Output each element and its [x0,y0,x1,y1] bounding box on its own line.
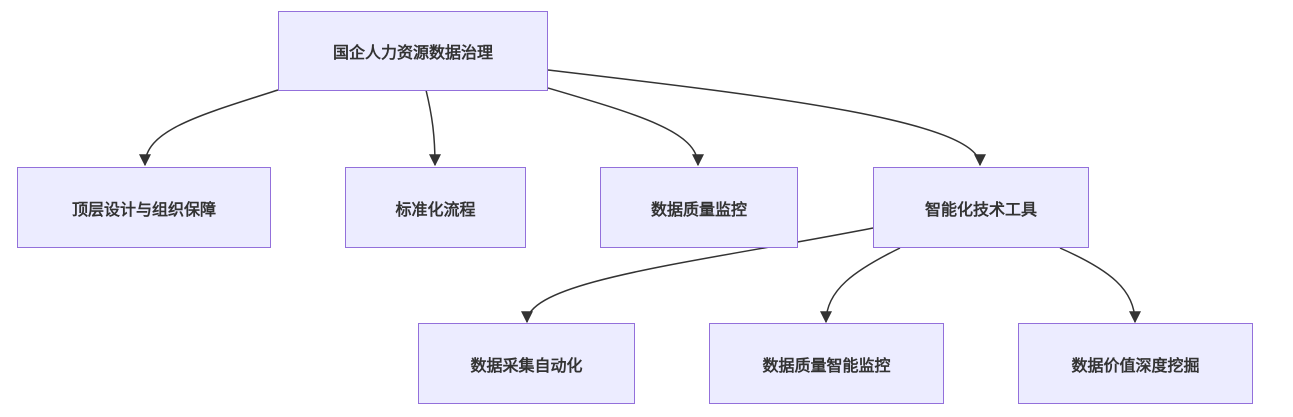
node-value-mining-label: 数据价值深度挖掘 [1071,355,1200,375]
node-standard-process-label: 标准化流程 [395,199,476,219]
node-quality-monitor: 数据质量监控 [600,167,798,248]
node-auto-collect-label: 数据采集自动化 [470,355,583,375]
node-root-label: 国企人力资源数据治理 [332,43,493,62]
node-top-design: 顶层设计与组织保障 [17,167,271,248]
edge-root-to-standard-process [425,89,441,167]
edge-smart-tools-to-value-mining [1059,247,1141,324]
node-standard-process: 标准化流程 [345,167,526,248]
edge-root-to-quality-monitor [547,87,704,167]
node-smart-tools-label: 智能化技术工具 [924,199,1037,219]
node-auto-collect: 数据采集自动化 [418,323,635,404]
edge-smart-tools-to-auto-collect [521,227,874,324]
node-quality-monitor-label: 数据质量监控 [650,199,747,219]
node-root: 国企人力资源数据治理 [278,11,548,91]
node-smart-quality-monitor: 数据质量智能监控 [709,323,944,404]
node-top-design-label: 顶层设计与组织保障 [71,199,216,219]
node-smart-tools: 智能化技术工具 [873,167,1089,248]
edge-smart-tools-to-smart-quality-monitor [820,247,901,324]
edge-root-to-top-design [139,89,279,167]
edge-root-to-smart-tools [547,69,986,167]
node-smart-quality-monitor-label: 数据质量智能监控 [762,355,891,375]
node-value-mining: 数据价值深度挖掘 [1018,323,1253,404]
